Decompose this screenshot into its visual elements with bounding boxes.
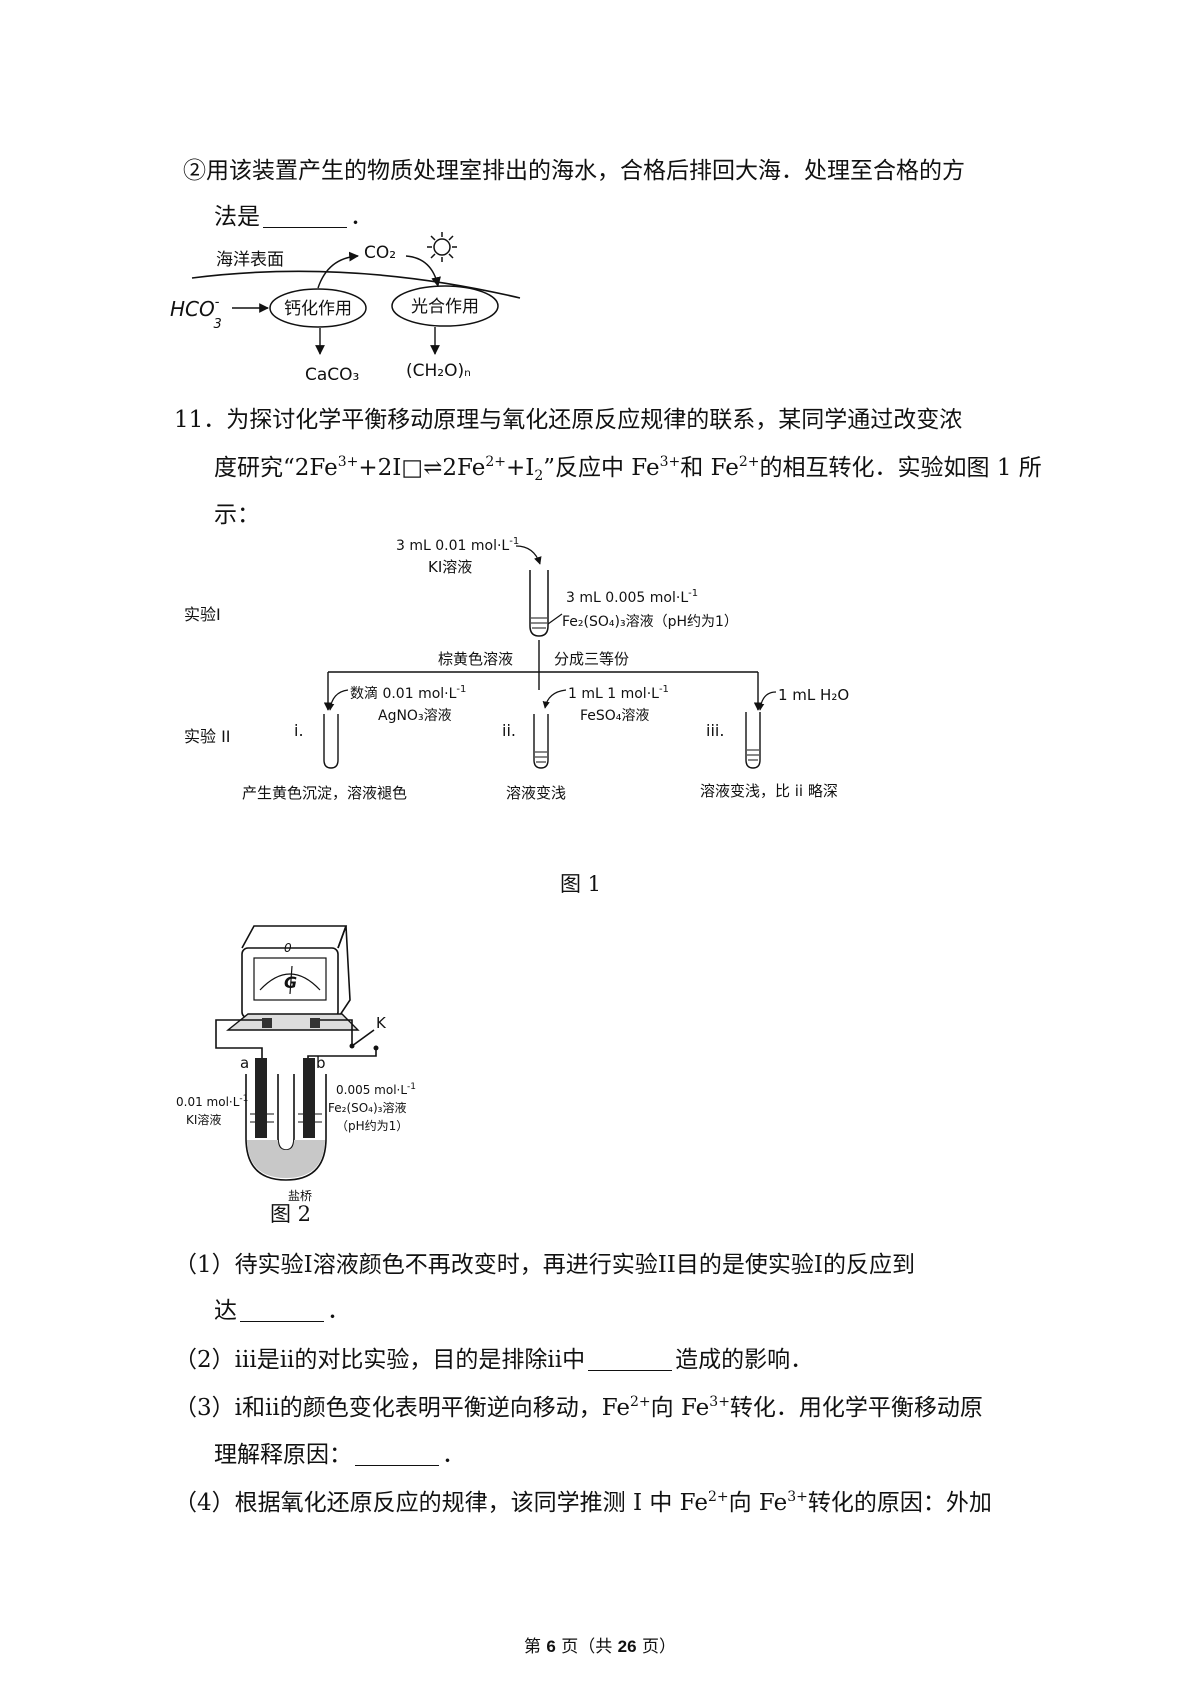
right-solution-name: Fe₂(SO₄)₃溶液: [328, 1100, 407, 1115]
agno3-name: AgNO₃溶液: [378, 708, 452, 724]
ki-amount: 3 mL 0.01 mol·L-1: [396, 536, 519, 554]
result-i: 产生黄色沉淀，溶液褪色: [242, 784, 407, 802]
exp2-label: 实验 II: [184, 727, 231, 746]
galvanometer-label: G: [284, 973, 297, 992]
ocean-surface-line: [191, 270, 521, 299]
question-2: （2）iii是ii的对比实验，目的是排除ii中造成的影响．: [174, 1347, 814, 1373]
page-total: 26: [617, 1637, 637, 1656]
ch2o-label: (CH₂O)ₙ: [406, 361, 471, 381]
electrode-a-label: a: [240, 1054, 249, 1072]
water-amount: 1 mL H₂O: [778, 686, 849, 704]
test-tube-main: [529, 570, 549, 637]
question-3-line2: 理解释原因：．: [214, 1442, 465, 1468]
switch-k-label: K: [376, 1014, 387, 1032]
q11-line2: 度研究“2Fe3++2I□⇌2Fe2++I2”反应中 Fe3+和 Fe2+的相互…: [214, 454, 1042, 484]
left-solution-amount: 0.01 mol·L-1: [176, 1094, 248, 1109]
figure-1-experiment: 实验I 实验 II 3 mL 0.01 mol·L-1 KI溶液 3 mL 0.…: [184, 536, 849, 802]
q10-item2-line1: ②用该装置产生的物质处理室排出的海水，合格后排回大海．处理至合格的方: [183, 158, 965, 184]
ki-name: KI溶液: [428, 558, 472, 576]
tube-iii-label: iii.: [706, 721, 724, 740]
photosynthesis-label: 光合作用: [411, 297, 479, 317]
switch-k: [351, 1029, 375, 1047]
galvanometer-zero: 0: [284, 941, 292, 955]
page-number: 6: [546, 1637, 556, 1656]
q11-line1: 11．为探讨化学平衡移动原理与氧化还原反应规律的联系，某同学通过改变浓: [174, 407, 963, 433]
answer-blank: [355, 1443, 439, 1466]
galvanometer-icon: [226, 925, 360, 1031]
figure-2-caption: 图 2: [270, 1202, 312, 1226]
question-3-line1: （3）i和ii的颜色变化表明平衡逆向移动，Fe2+向 Fe3+转化．用化学平衡移…: [174, 1394, 983, 1421]
q10-item2-prefix: 法是: [214, 204, 260, 230]
answer-blank: [588, 1348, 673, 1371]
photosynthesis-node: [391, 285, 499, 327]
test-tube-ii: [533, 714, 549, 769]
answer-blank: [240, 1299, 324, 1322]
electrode-a: [255, 1058, 267, 1138]
wire-left: [215, 1019, 263, 1060]
missing-glyph-box: □: [401, 455, 424, 481]
ocean-surface-label: 海洋表面: [216, 250, 284, 270]
electrode-b-label: b: [316, 1054, 326, 1072]
figure-1-caption: 图 1: [560, 872, 602, 896]
calcification-node: [269, 288, 367, 328]
u-tube-salt-bridge: [245, 1074, 327, 1181]
co2-label: CO₂: [364, 243, 396, 263]
sun-icon: [427, 232, 457, 262]
tube-i-label: i.: [294, 721, 304, 740]
answer-blank: [263, 205, 347, 228]
calcification-label: 钙化作用: [284, 299, 352, 319]
feso4-amount: 1 mL 1 mol·L-1: [568, 684, 669, 702]
feso4-name: FeSO₄溶液: [580, 708, 649, 724]
ocean-carbon-diagram: 海洋表面 CO₂ HCO-3 钙化作用 光合作用 CaCO₃ (CH₂O)ₙ: [170, 232, 521, 385]
wire-right: [320, 1019, 353, 1046]
left-solution-name: KI溶液: [186, 1112, 221, 1127]
tube-ii-label: ii.: [502, 721, 516, 740]
page-footer: 第 6 页（共 26 页）: [523, 1637, 676, 1657]
result-iii: 溶液变浅，比 ii 略深: [700, 782, 838, 800]
question-1-line2: 达．: [214, 1298, 350, 1324]
fe-amount: 3 mL 0.005 mol·L-1: [566, 588, 698, 606]
test-tube-iii: [745, 712, 761, 769]
fe-name: Fe₂(SO₄)₃溶液（pH约为1）: [562, 614, 738, 630]
electrode-b: [303, 1058, 315, 1138]
caco3-label: CaCO₃: [305, 365, 359, 385]
question-4-line1: （4）根据氧化还原反应的规律，该同学推测 I 中 Fe2+向 Fe3+转化的原因…: [174, 1489, 992, 1516]
q11-line3: 示：: [214, 502, 260, 528]
test-tube-i: [323, 714, 339, 769]
salt-bridge-label: 盐桥: [288, 1189, 312, 1203]
exp1-label: 实验I: [184, 605, 221, 624]
q10-item2-line2: 法是 ．: [214, 202, 373, 232]
question-1-line1: （1）待实验I溶液颜色不再改变时，再进行实验II目的是使实验I的反应到: [174, 1252, 915, 1278]
agno3-amount: 数滴 0.01 mol·L-1: [350, 684, 466, 702]
brown-solution-label: 棕黄色溶液: [438, 650, 513, 668]
result-ii: 溶液变浅: [506, 784, 566, 802]
figure-2-galvanic-cell: 0 G K a b 0.01 mol·L-1 KI溶液 0.005 mol·L-…: [176, 925, 416, 1203]
right-solution-amount: 0.005 mol·L-1: [336, 1082, 416, 1097]
q10-item2-suffix: ．: [350, 204, 373, 230]
split-three-label: 分成三等份: [554, 650, 629, 668]
hco3-label: HCO-3: [170, 295, 222, 332]
right-solution-ph: （pH约为1）: [336, 1118, 408, 1133]
